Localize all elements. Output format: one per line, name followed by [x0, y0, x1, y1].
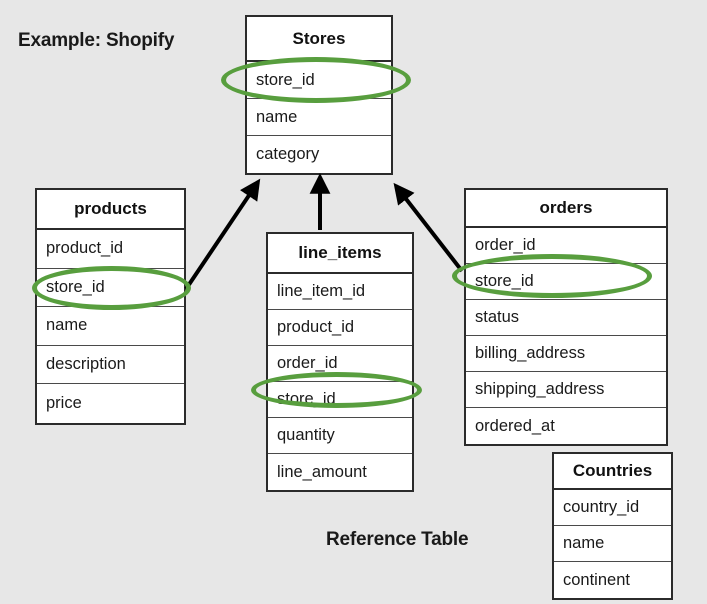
- entity-table-products[interactable]: products product_id store_id name descri…: [35, 188, 186, 425]
- entity-table-countries[interactable]: Countries country_id name continent: [552, 452, 673, 600]
- reference-table-label: Reference Table: [326, 529, 469, 550]
- field-line-items-store-id[interactable]: store_id: [268, 382, 412, 418]
- field-line-items-line-amount[interactable]: line_amount: [268, 454, 412, 490]
- field-line-items-product-id[interactable]: product_id: [268, 310, 412, 346]
- field-line-items-line-item-id[interactable]: line_item_id: [268, 274, 412, 310]
- entity-table-orders[interactable]: orders order_id store_id status billing_…: [464, 188, 668, 446]
- field-line-items-quantity[interactable]: quantity: [268, 418, 412, 454]
- field-products-description[interactable]: description: [37, 345, 184, 384]
- field-orders-status[interactable]: status: [466, 300, 666, 336]
- field-products-product-id[interactable]: product_id: [37, 230, 184, 269]
- field-products-name[interactable]: name: [37, 307, 184, 346]
- field-stores-name[interactable]: name: [247, 99, 391, 136]
- field-products-store-id[interactable]: store_id: [37, 268, 184, 307]
- field-orders-store-id[interactable]: store_id: [466, 264, 666, 300]
- entity-table-line-items[interactable]: line_items line_item_id product_id order…: [266, 232, 414, 492]
- field-orders-order-id[interactable]: order_id: [466, 228, 666, 264]
- field-orders-shipping-address[interactable]: shipping_address: [466, 372, 666, 408]
- field-countries-name[interactable]: name: [554, 526, 671, 562]
- field-countries-country-id[interactable]: country_id: [554, 490, 671, 526]
- entity-table-stores[interactable]: Stores store_id name category: [245, 15, 393, 175]
- entity-title-line-items: line_items: [268, 234, 412, 274]
- field-orders-ordered-at[interactable]: ordered_at: [466, 408, 666, 444]
- field-stores-category[interactable]: category: [247, 136, 391, 173]
- field-products-price[interactable]: price: [37, 384, 184, 423]
- field-countries-continent[interactable]: continent: [554, 562, 671, 598]
- field-stores-store-id[interactable]: store_id: [247, 62, 391, 99]
- field-orders-billing-address[interactable]: billing_address: [466, 336, 666, 372]
- page-title: Example: Shopify: [18, 30, 175, 51]
- entity-title-products: products: [37, 190, 184, 230]
- entity-title-orders: orders: [466, 190, 666, 228]
- field-line-items-order-id[interactable]: order_id: [268, 346, 412, 382]
- entity-title-stores: Stores: [247, 17, 391, 62]
- arrow-products-to-stores: [184, 178, 261, 291]
- entity-title-countries: Countries: [554, 454, 671, 490]
